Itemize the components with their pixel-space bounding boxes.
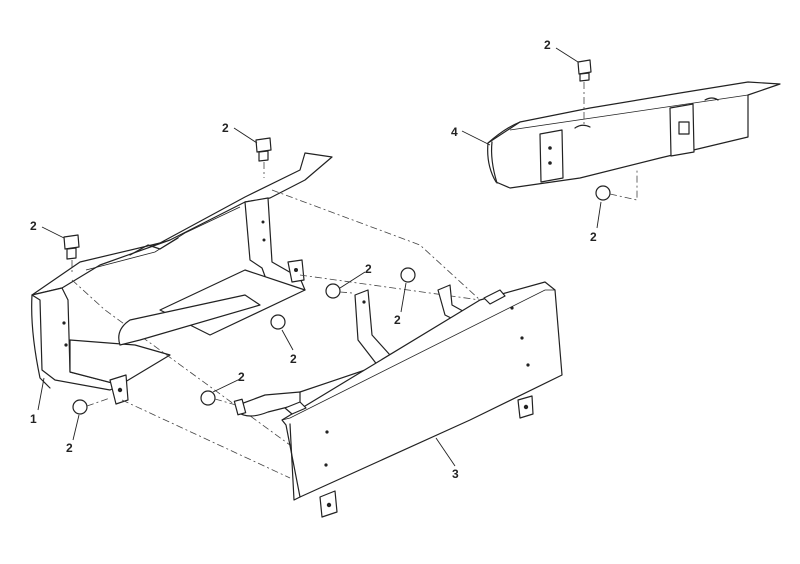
- bolt-top-part-4: [577, 59, 592, 124]
- callout-2-top-right: 2: [544, 38, 551, 52]
- part-3-front-shield: [281, 281, 563, 518]
- nut-lower-left: [72, 397, 111, 415]
- callout-2-center-lower: 2: [290, 352, 297, 366]
- nut-center-1: [325, 283, 353, 299]
- callout-2-center-right: 2: [394, 313, 401, 327]
- bolt-top-left: [63, 234, 80, 275]
- callout-3: 3: [452, 467, 459, 481]
- nut-center-4: [200, 390, 237, 406]
- callout-2-center-upper: 2: [365, 262, 372, 276]
- bolt-top-center: [255, 137, 272, 178]
- nut-center-2: [270, 314, 286, 330]
- callout-2-lower-left: 2: [66, 441, 73, 455]
- callout-2-lower-center: 2: [238, 370, 245, 384]
- callout-2-top-left: 2: [30, 219, 37, 233]
- callouts: 1 2 2 2 2 2 2 2 2 2 3 4: [30, 38, 602, 481]
- nut-bottom-part-4: [595, 170, 638, 201]
- part-4-rear-shield: [487, 81, 781, 189]
- callout-4: 4: [451, 125, 458, 139]
- nut-center-3: [400, 267, 416, 283]
- callout-1: 1: [30, 412, 37, 426]
- callout-2-right-nut: 2: [590, 230, 597, 244]
- callout-2-top-center: 2: [222, 121, 229, 135]
